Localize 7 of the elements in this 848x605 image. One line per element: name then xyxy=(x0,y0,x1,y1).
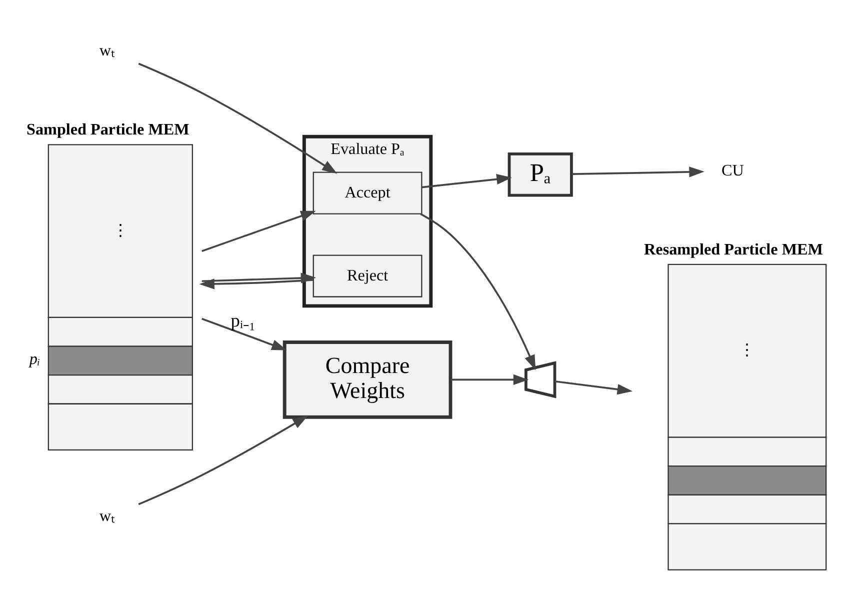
node-text: wₜ xyxy=(99,42,115,60)
node-label: Sampled Particle MEM xyxy=(26,122,190,139)
node-text: CU xyxy=(722,162,744,180)
node-text: wₜ xyxy=(99,508,115,526)
node-label: pᵢ xyxy=(29,350,40,368)
edge-label: pᵢ₋₁ xyxy=(230,310,256,330)
node-label: Resampled Particle MEM xyxy=(644,241,823,258)
